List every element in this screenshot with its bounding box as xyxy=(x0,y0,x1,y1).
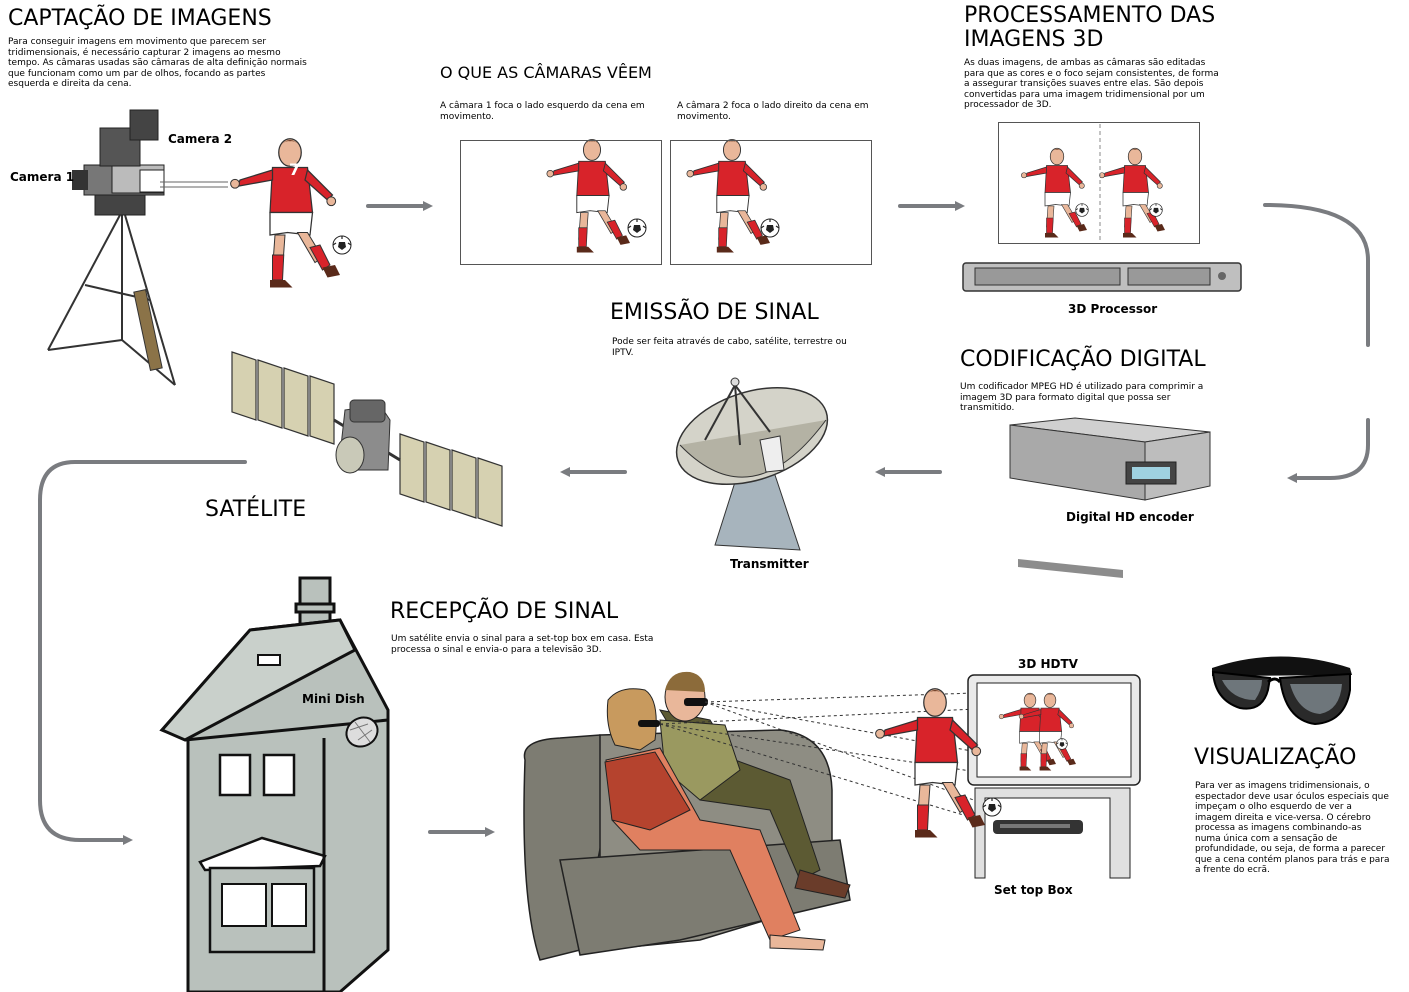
emissao-body: Pode ser feita através de cabo, satélite… xyxy=(612,337,847,358)
player-number: 7 xyxy=(289,160,301,179)
camera1-frame xyxy=(460,140,662,265)
transmitter-dish-icon xyxy=(675,377,829,551)
codificacao-title: CODIFICAÇÃO DIGITAL xyxy=(960,347,1206,372)
camera1-label: Camera 1 xyxy=(10,170,75,184)
processed-frame xyxy=(998,122,1200,244)
3d-glasses-icon xyxy=(1211,656,1352,726)
tv-label: 3D HDTV xyxy=(1018,657,1078,671)
house-icon xyxy=(159,576,390,992)
transmitter-label: Transmitter xyxy=(730,557,809,571)
emissao-title: EMISSÃO DE SINAL xyxy=(610,300,819,325)
3d-processor-icon xyxy=(962,262,1242,292)
processamento-section: PROCESSAMENTO DAS IMAGENS 3D As duas ima… xyxy=(964,4,1234,111)
visualizacao-title: VISUALIZAÇÃO xyxy=(1194,745,1357,770)
stb-label: Set top Box xyxy=(994,883,1073,897)
processamento-body: As duas imagens, de ambas as câmaras são… xyxy=(964,58,1219,110)
visualizacao-body: Para ver as imagens tridimensionais, o e… xyxy=(1195,781,1390,875)
processor-label: 3D Processor xyxy=(1068,302,1158,316)
codificacao-body: Um codificador MPEG HD é utilizado para … xyxy=(960,382,1204,413)
captacao-section: CAPTAÇÃO DE IMAGENS Para conseguir image… xyxy=(8,7,308,90)
sofa-viewers-illustration xyxy=(523,671,851,961)
cam1-text: A câmara 1 foca o lado esquerdo da cena … xyxy=(440,101,645,122)
cameras-see-title: O QUE AS CÂMARAS VÊEM xyxy=(440,63,652,82)
captacao-body: Para conseguir imagens em movimento que … xyxy=(8,37,307,89)
mini-dish-label: Mini Dish xyxy=(302,692,365,706)
captacao-title: CAPTAÇÃO DE IMAGENS xyxy=(8,6,272,31)
camera2-frame xyxy=(670,140,872,265)
processamento-title-line1: PROCESSAMENTO DAS xyxy=(964,3,1216,28)
cam2-text: A câmara 2 foca o lado direito da cena e… xyxy=(677,101,869,122)
recepcao-title: RECEPÇÃO DE SINAL xyxy=(390,599,619,624)
football-player-illustration xyxy=(230,138,341,289)
recepcao-body: Um satélite envia o sinal para a set-top… xyxy=(391,634,654,655)
camera2-label: Camera 2 xyxy=(168,132,233,146)
processamento-title-line2: IMAGENS 3D xyxy=(964,27,1104,52)
satelite-title: SATÉLITE xyxy=(205,497,307,522)
hd-encoder-icon xyxy=(1009,417,1211,579)
satellite-icon xyxy=(231,351,503,527)
encoder-label: Digital HD encoder xyxy=(1066,510,1194,524)
camera-rig-icon xyxy=(47,109,228,386)
